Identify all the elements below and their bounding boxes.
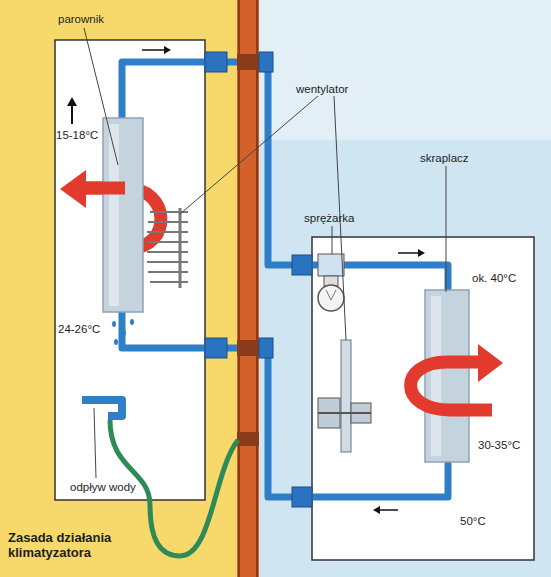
flow-arrowhead	[67, 97, 77, 106]
leader-line	[84, 28, 118, 165]
air-flow-arrowhead	[478, 344, 503, 382]
temperature-label: 30-35°C	[478, 438, 520, 452]
wall-edge	[256, 0, 258, 577]
compressor-filament	[326, 290, 336, 300]
water-drop	[122, 330, 126, 336]
refrigerant-pipe	[122, 310, 205, 348]
part-name: skraplacz	[420, 151, 469, 165]
flow-arrow	[380, 509, 398, 511]
drain-tray	[82, 400, 122, 416]
flow-arrowhead	[418, 249, 425, 257]
flow-arrowhead	[164, 46, 171, 54]
part-name: parownik	[58, 12, 104, 26]
fan-blade	[147, 231, 188, 233]
sky-highlight	[250, 0, 551, 140]
temperature-label: 50°C	[460, 514, 486, 528]
wall-edge	[238, 0, 240, 577]
fan-blade	[150, 281, 188, 283]
fan-blade	[341, 340, 351, 452]
wall-sleeve	[237, 432, 259, 446]
flow-arrow	[142, 49, 164, 51]
refrigerant-pipe	[312, 460, 448, 497]
fan-blade	[148, 221, 188, 223]
water-drop	[112, 321, 116, 327]
fan-hub	[179, 208, 182, 288]
evaporator	[103, 118, 143, 312]
part-name: wentylator	[296, 82, 348, 96]
compressor-head	[318, 254, 344, 276]
pipe-connector	[292, 487, 312, 507]
leader-line	[180, 96, 318, 214]
wall-sleeve	[237, 54, 259, 70]
condenser	[425, 290, 469, 462]
indoor-fan	[147, 208, 188, 288]
part-name: odpływ wody	[70, 480, 136, 494]
pipe-connector	[259, 52, 273, 72]
pipe-connector	[259, 338, 273, 358]
water-drop	[130, 319, 134, 325]
evaporator-highlight	[109, 124, 119, 306]
part-name: sprężarka	[304, 211, 355, 225]
leader-line	[94, 408, 96, 478]
fan-blade	[147, 261, 188, 263]
fan-blade	[147, 251, 188, 253]
flow-arrow	[71, 104, 73, 124]
caption: Zasada działania klimatyzatora	[8, 530, 128, 560]
wall-sleeve	[237, 340, 259, 356]
wall	[237, 0, 259, 577]
air-flow-arrowhead	[60, 170, 86, 208]
temperature-label: 24-26°C	[58, 322, 100, 336]
refrigerant-pipe	[122, 62, 205, 120]
pipe-connector	[205, 338, 227, 358]
flow-arrowhead	[373, 506, 380, 514]
leader-line	[446, 166, 447, 292]
outdoor-background	[250, 0, 551, 577]
indoor-background	[0, 0, 250, 577]
indoor-unit	[55, 40, 205, 500]
pipe-connector	[205, 52, 227, 72]
fan-shaft	[318, 412, 371, 414]
pipe-connector	[292, 255, 312, 275]
outdoor-unit	[312, 237, 534, 560]
fan-blade	[148, 271, 188, 273]
compressor-bulb	[318, 285, 344, 311]
leader-line	[332, 226, 333, 254]
air-flow-arrow	[84, 182, 125, 195]
temperature-label: 15-18°C	[56, 128, 98, 142]
flow-arrow	[398, 252, 418, 254]
condenser-highlight	[431, 296, 441, 456]
temperature-label: ok. 40°C	[472, 271, 516, 285]
water-drop	[114, 339, 118, 345]
fan-blade	[147, 241, 188, 243]
